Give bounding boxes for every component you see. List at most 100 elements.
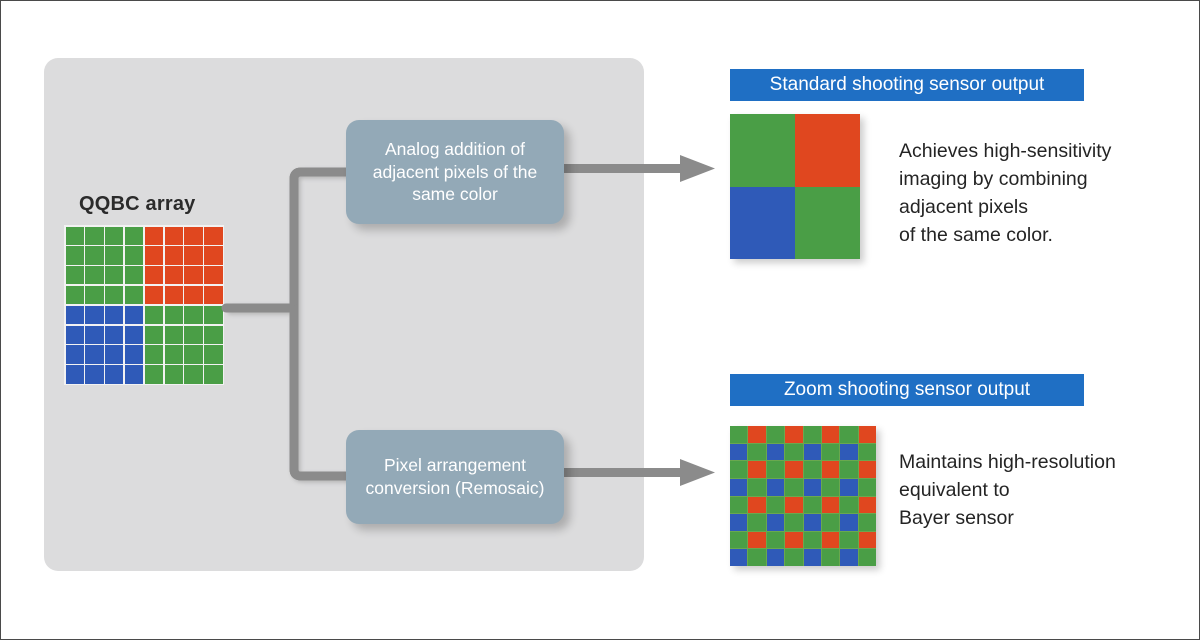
pixel-blue — [105, 325, 124, 344]
pixel-green — [204, 365, 223, 384]
pixel-blue — [65, 305, 84, 325]
pixel-green — [164, 365, 183, 384]
pixel-red — [785, 531, 803, 549]
pixel-green — [858, 549, 876, 566]
pixel-red — [858, 496, 876, 514]
pixel-green — [124, 226, 144, 245]
pixel-red — [785, 426, 803, 443]
pixel-green — [65, 246, 84, 265]
pixel-green — [785, 478, 803, 496]
pixel-green — [766, 426, 785, 443]
pixel-green — [785, 549, 803, 566]
process-box-remosaic[interactable]: Pixel arrangement conversion (Remosaic) — [346, 430, 564, 524]
pixel-blue — [105, 305, 124, 325]
pixel-blue — [840, 478, 858, 496]
pixel-red — [858, 531, 876, 549]
pixel-red — [821, 461, 840, 478]
pixel-blue — [840, 549, 858, 566]
pixel-blue — [803, 514, 821, 531]
pixel-green — [164, 305, 183, 325]
pixel-red — [204, 226, 223, 245]
pixel-red — [795, 114, 860, 187]
pixel-red — [184, 246, 203, 265]
pixel-green — [730, 426, 748, 443]
pixel-red — [748, 496, 766, 514]
qqbc-array-label: QQBC array — [79, 193, 196, 215]
pixel-blue — [85, 345, 104, 364]
pixel-red — [144, 266, 164, 285]
pixel-blue — [766, 549, 785, 566]
pixel-blue — [730, 443, 748, 461]
pixel-green — [144, 325, 164, 344]
pixel-green — [766, 531, 785, 549]
zoom-output-bayer-grid — [730, 426, 876, 566]
pixel-green — [204, 325, 223, 344]
pixel-blue — [803, 549, 821, 566]
pixel-red — [821, 496, 840, 514]
pixel-blue — [85, 305, 104, 325]
pixel-green — [803, 461, 821, 478]
pixel-blue — [730, 478, 748, 496]
pixel-green — [821, 549, 840, 566]
pixel-green — [105, 246, 124, 265]
pixel-red — [164, 226, 183, 245]
pixel-blue — [65, 325, 84, 344]
pixel-green — [840, 531, 858, 549]
pixel-green — [184, 365, 203, 384]
pixel-green — [184, 345, 203, 364]
pixel-red — [785, 496, 803, 514]
pixel-green — [65, 266, 84, 285]
pixel-green — [105, 266, 124, 285]
pixel-red — [164, 285, 183, 305]
standard-output-description: Achieves high-sensitivity imaging by com… — [899, 140, 1112, 247]
pixel-blue — [766, 514, 785, 531]
pixel-red — [204, 285, 223, 305]
pixel-green — [124, 246, 144, 265]
pixel-green — [748, 549, 766, 566]
pixel-blue — [124, 365, 144, 384]
pixel-red — [748, 461, 766, 478]
pixel-green — [785, 514, 803, 531]
pixel-green — [766, 496, 785, 514]
pixel-red — [164, 246, 183, 265]
pixel-green — [785, 443, 803, 461]
pixel-red — [858, 426, 876, 443]
pixel-green — [858, 514, 876, 531]
standard-output-quad-grid — [730, 114, 860, 259]
pixel-green — [184, 325, 203, 344]
pixel-green — [748, 514, 766, 531]
pixel-red — [858, 461, 876, 478]
pixel-green — [821, 514, 840, 531]
pixel-red — [164, 266, 183, 285]
pixel-red — [184, 226, 203, 245]
pixel-green — [795, 186, 860, 259]
pixel-green — [730, 531, 748, 549]
pixel-blue — [124, 305, 144, 325]
pixel-green — [105, 285, 124, 305]
pixel-blue — [85, 365, 104, 384]
pixel-red — [184, 266, 203, 285]
pixel-green — [730, 461, 748, 478]
pixel-green — [730, 114, 795, 187]
pixel-blue — [730, 514, 748, 531]
process-box-analog-addition[interactable]: Analog addition of adjacent pixels of th… — [346, 120, 564, 224]
pixel-blue — [803, 478, 821, 496]
pixel-blue — [105, 365, 124, 384]
pixel-green — [85, 246, 104, 265]
pixel-red — [785, 461, 803, 478]
pixel-green — [821, 478, 840, 496]
pixel-green — [144, 345, 164, 364]
pixel-green — [748, 443, 766, 461]
pixel-blue — [65, 365, 84, 384]
pixel-green — [204, 305, 223, 325]
pixel-green — [164, 325, 183, 344]
zoom-output-description: Maintains high-resolution equivalent to … — [899, 451, 1116, 530]
pixel-blue — [124, 325, 144, 344]
banner-zoom-shooting: Zoom shooting sensor output — [730, 374, 1084, 406]
pixel-red — [144, 285, 164, 305]
pixel-green — [821, 443, 840, 461]
pixel-red — [748, 531, 766, 549]
pixel-blue — [124, 345, 144, 364]
pixel-green — [803, 496, 821, 514]
pixel-green — [184, 305, 203, 325]
